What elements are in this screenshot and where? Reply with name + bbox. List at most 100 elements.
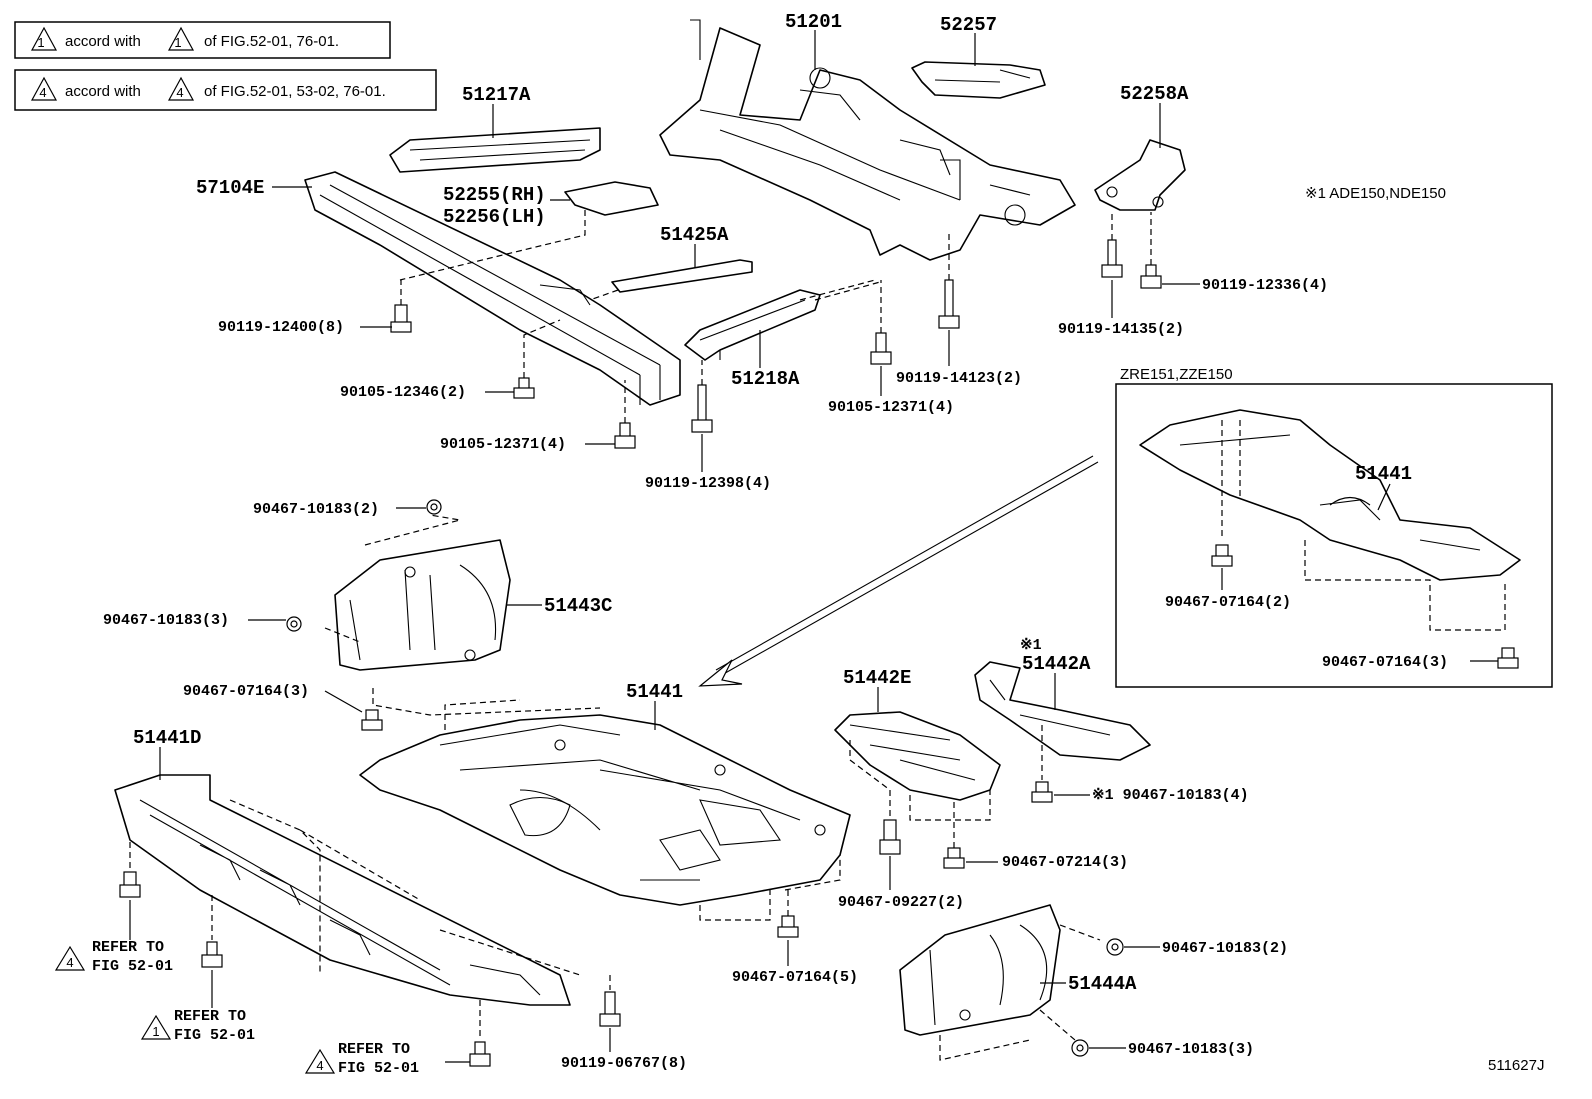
refer-note-3: 4 REFER TO FIG 52-01	[304, 1041, 470, 1077]
refer-note-2: 1 REFER TO FIG 52-01	[140, 970, 255, 1044]
label-51217A: 51217A	[462, 84, 531, 106]
inset-frame	[1115, 383, 1553, 688]
legend-4-prefix: accord with	[65, 83, 141, 100]
label-51441D: 51441D	[133, 727, 201, 749]
front-undercover-51441D	[114, 774, 571, 1006]
undercover-51442E	[834, 711, 1001, 801]
svg-text:FIG 52-01: FIG 52-01	[92, 958, 173, 975]
undercover-51442A	[974, 661, 1151, 761]
bolt-f16	[879, 819, 901, 855]
svg-text:FIG 52-01: FIG 52-01	[338, 1060, 419, 1077]
label-f10: 90467-07164(3)	[1322, 654, 1448, 671]
arrow-inset-to-main	[698, 455, 1099, 687]
bracket-51218A	[684, 289, 821, 361]
bolt-ref-1	[119, 871, 141, 898]
clip-f19	[1071, 1039, 1089, 1057]
legend-1-suffix: of FIG.52-01, 76-01.	[204, 33, 339, 50]
label-51443C: 51443C	[544, 595, 612, 617]
label-51442A-mark: ※1	[1020, 637, 1042, 654]
refer-note-1: 4 REFER TO FIG 52-01	[54, 900, 173, 975]
label-52256: 52256(LH)	[443, 206, 546, 228]
label-f11: 90467-10183(2)	[253, 501, 379, 518]
bolt-f2	[513, 377, 535, 399]
bolt-f17	[777, 915, 799, 938]
bolt-f6	[938, 279, 960, 329]
svg-text:REFER TO: REFER TO	[338, 1041, 410, 1058]
bolt-f3	[614, 422, 636, 449]
legend-4-suffix: of FIG.52-01, 53-02, 76-01.	[204, 83, 386, 100]
label-f5: 90105-12371(4)	[828, 399, 954, 416]
bolt-ref-2	[201, 941, 223, 968]
inset-title: ZRE151,ZZE150	[1120, 366, 1233, 383]
legend-1-prefix: accord with	[65, 33, 141, 50]
label-f17: 90467-07164(5)	[732, 969, 858, 986]
label-f4: 90119-12398(4)	[645, 475, 771, 492]
label-57104E: 57104E	[196, 177, 264, 199]
label-f20: 90119-06767(8)	[561, 1055, 687, 1072]
label-f13: 90467-07164(3)	[183, 683, 309, 700]
label-f3: 90105-12371(4)	[440, 436, 566, 453]
bolt-f10	[1497, 647, 1519, 669]
label-52255: 52255(RH)	[443, 184, 546, 206]
svg-text:REFER TO: REFER TO	[174, 1008, 246, 1025]
label-51425A: 51425A	[660, 224, 729, 246]
plate-51217A	[389, 127, 601, 173]
svg-text:FIG 52-01: FIG 52-01	[174, 1027, 255, 1044]
bolt-f15	[943, 847, 965, 869]
bolt-f5	[870, 332, 892, 365]
label-f16: 90467-09227(2)	[838, 894, 964, 911]
svg-text:1: 1	[174, 35, 181, 50]
label-51444A: 51444A	[1068, 973, 1137, 995]
inset-undercover-51441	[1139, 409, 1521, 581]
figure-code: 511627J	[1488, 1057, 1544, 1074]
engine-undercover-51441	[359, 714, 851, 906]
label-f7: 90119-14135(2)	[1058, 321, 1184, 338]
label-51442E: 51442E	[843, 667, 911, 689]
label-f12: 90467-10183(3)	[103, 612, 229, 629]
variant-note: ※1 ADE150,NDE150	[1305, 185, 1446, 202]
rail-57104E	[304, 171, 681, 406]
bracket-52255-52256	[564, 181, 659, 216]
label-f9: 90467-07164(2)	[1165, 594, 1291, 611]
svg-text:4: 4	[316, 1058, 323, 1073]
label-51201: 51201	[785, 11, 842, 33]
legend-note-1: 1 accord with 1 of FIG.52-01, 76-01.	[14, 21, 391, 59]
svg-text:4: 4	[39, 85, 46, 100]
svg-text:4: 4	[66, 955, 73, 970]
label-51442A: 51442A	[1022, 653, 1091, 675]
label-f15: 90467-07214(3)	[1002, 854, 1128, 871]
crossmember-51201	[659, 19, 1076, 261]
label-51441-inset: 51441	[1355, 463, 1412, 485]
bolt-f14	[1031, 781, 1053, 803]
clip-f18	[1106, 938, 1124, 956]
splash-shield-51443C	[334, 539, 511, 671]
label-52258A: 52258A	[1120, 83, 1189, 105]
label-51218A: 51218A	[731, 368, 800, 390]
label-f18: 90467-10183(2)	[1162, 940, 1288, 957]
label-f2: 90105-12346(2)	[340, 384, 466, 401]
clip-f11	[426, 499, 442, 515]
legend-note-4: 4 accord with 4 of FIG.52-01, 53-02, 76-…	[14, 69, 437, 111]
bracket-52257	[911, 61, 1046, 99]
label-f6: 90119-14123(2)	[896, 370, 1022, 387]
bolt-f9	[1211, 544, 1233, 567]
bolt-f8	[1140, 264, 1162, 289]
bolt-f1	[390, 304, 412, 333]
label-51441: 51441	[626, 681, 683, 703]
label-f19: 90467-10183(3)	[1128, 1041, 1254, 1058]
label-f1: 90119-12400(8)	[218, 319, 344, 336]
clip-f12	[286, 616, 302, 632]
label-52257: 52257	[940, 14, 997, 36]
bolt-f13	[361, 709, 383, 731]
svg-text:REFER TO: REFER TO	[92, 939, 164, 956]
bolt-f7	[1101, 239, 1123, 278]
splash-shield-51444A	[899, 904, 1061, 1036]
strip-51425A	[611, 259, 753, 293]
label-f8: 90119-12336(4)	[1202, 277, 1328, 294]
svg-text:1: 1	[152, 1024, 159, 1039]
bolt-f4	[691, 384, 713, 433]
svg-text:4: 4	[176, 85, 183, 100]
svg-text:1: 1	[37, 35, 44, 50]
